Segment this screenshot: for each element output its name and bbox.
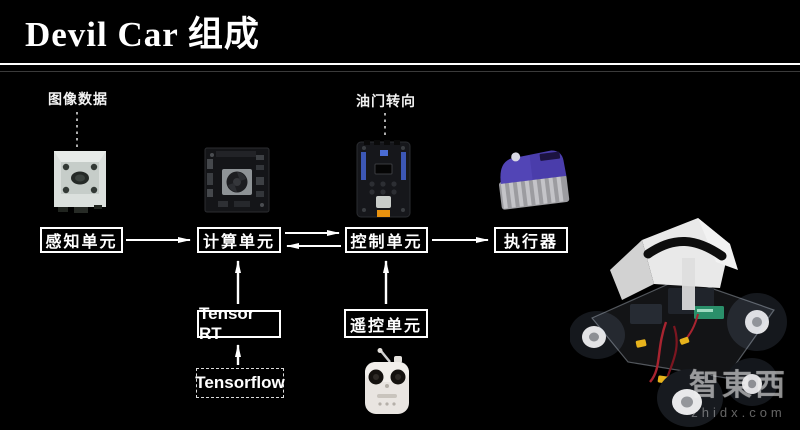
rc-car-photo [570,210,800,430]
control-board-photo [356,140,411,219]
divider-shadow-line [0,71,800,72]
node-control-unit: 控制单元 [345,227,428,253]
servo-actuator-photo [493,148,573,218]
page-title: Devil Car 组成 [25,15,260,54]
remote-controller-photo [360,348,414,418]
throttle-steering-label: 油门转向 [356,93,416,109]
node-tensorflow: Tensorflow [195,368,285,398]
image-data-label: 图像数据 [48,91,108,107]
node-compute-unit: 计算单元 [197,227,281,253]
node-remote-control-unit: 遥控单元 [344,309,428,338]
camera-module-photo [50,148,110,216]
divider-line [0,63,800,65]
compute-board-photo [204,147,270,213]
node-actuator: 执行器 [494,227,568,253]
node-tensor-rt: Tensor RT [197,304,281,343]
node-perception-unit: 感知单元 [40,227,123,253]
